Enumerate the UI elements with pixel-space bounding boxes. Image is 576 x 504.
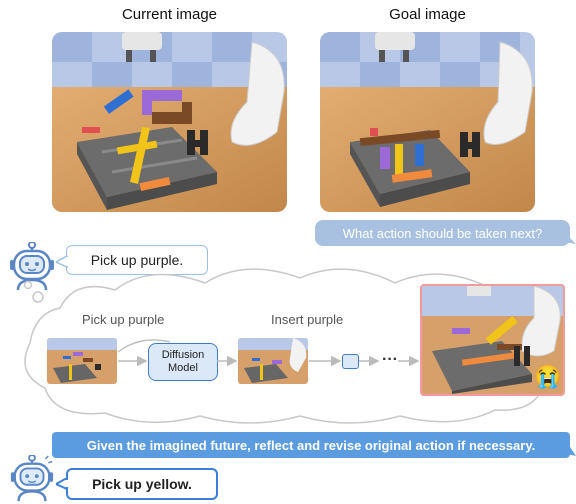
reflection-banner: Given the imagined future, reflect and r…	[52, 432, 570, 458]
robot-reply-initial-text: Pick up purple.	[90, 252, 184, 268]
reflection-banner-text: Given the imagined future, reflect and r…	[86, 437, 536, 453]
robot-reply-initial: Pick up purple.	[66, 245, 208, 275]
robot-avatar-reflecting	[10, 455, 54, 502]
step2-label: Insert purple	[271, 312, 344, 327]
query-bubble-tail	[564, 232, 576, 244]
cloud-frame-current	[47, 338, 117, 384]
crying-emoji-icon: 😭	[534, 364, 562, 389]
diffusion-label-line1: Diffusion	[161, 349, 205, 361]
current-image	[52, 32, 287, 212]
query-bubble: What action should be taken next?	[315, 220, 570, 246]
cloud-frame-imagined	[238, 338, 308, 384]
goal-image	[320, 32, 535, 212]
reply-tail-revised	[56, 478, 68, 490]
ellipsis: ···	[382, 351, 398, 368]
diffusion-model-box: Diffusion Model	[148, 343, 218, 381]
goal-image-title: Goal image	[389, 6, 466, 23]
reply-tail-initial	[56, 256, 68, 268]
query-text: What action should be taken next?	[342, 225, 543, 241]
step1-label: Pick up purple	[82, 312, 165, 327]
robot-reply-revised-text: Pick up yellow.	[92, 476, 192, 492]
small-diffusion-node	[342, 354, 359, 369]
banner-tail	[568, 444, 576, 456]
current-image-title: Current image	[121, 6, 218, 23]
imagined-future-frame	[420, 284, 565, 396]
robot-reply-revised: Pick up yellow.	[66, 468, 218, 500]
diffusion-label-line2: Model	[168, 362, 198, 374]
flow-arrows	[117, 339, 420, 367]
